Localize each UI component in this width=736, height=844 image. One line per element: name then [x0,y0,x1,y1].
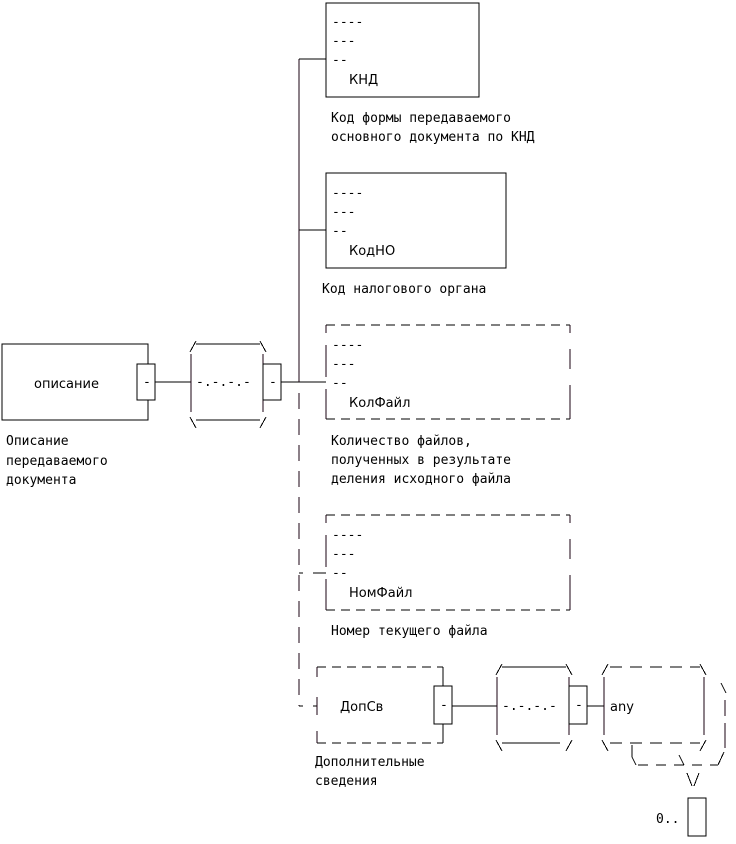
dopsv-sequence-corner [565,739,573,752]
element-kolfajl-mark: ---- [332,338,363,353]
element-kodno-mark: ---- [332,186,363,201]
root-description-line: Описание [6,434,69,449]
any-cardinality-box [687,797,707,837]
element-dopsv-description-line: сведения [315,774,378,789]
any-loop-arrow [686,772,693,787]
element-knd-description-line: основного документа по КНД [331,130,535,145]
element-knd-description: Код формы передаваемого основного докуме… [331,111,535,145]
any-cardinality: 0.. [656,797,707,837]
sequence-corner [259,416,267,429]
sequence-corner [189,416,197,429]
dopsv-sequence-corner [495,663,503,676]
any-corner [601,663,609,676]
element-dopsv-box[interactable] [317,667,443,743]
root-description-line: документа [6,473,76,488]
element-knd-box[interactable] [325,2,480,98]
dopsv-sequence-connector-symbol: - [575,698,583,713]
any-loop-corner [631,756,637,766]
element-kolfajl-description: Количество файлов, полученных в результа… [331,434,511,487]
dopsv-sequence-symbol: -.-.-.- [502,699,557,714]
any-loop-arrow [693,772,700,787]
sequence-symbol: -.-.-.- [196,375,251,390]
element-kolfajl-name: КолФайл [349,396,410,411]
element-kolfajl-box[interactable] [326,325,570,419]
element-knd-name: КНД [349,73,378,88]
element-dopsv-connector-box [433,685,453,725]
sequence-corner [189,340,197,353]
element-kodno-box[interactable] [325,172,507,269]
sequence-compositor[interactable]: -.-.-.- - [189,340,282,429]
element-nomfajl-name: НомФайл [349,586,412,601]
element-nomfajl-mark: ---- [332,528,363,543]
any-corner [699,663,707,676]
element-knd-mark: -- [332,53,348,68]
element-kolfajl-description-line: Количество файлов, [331,434,472,449]
element-kolfajl[interactable]: ---- --- -- КолФайл [312,324,571,420]
element-nomfajl-box[interactable] [326,515,570,610]
element-knd-mark: ---- [332,15,363,30]
element-dopsv-connector-symbol: - [440,698,448,713]
dopsv-sequence-compositor[interactable]: -.-.-.- - [495,663,588,752]
dopsv-sequence-corner [565,663,573,676]
any-loop-corner [678,754,685,766]
dopsv-sequence-corner [495,739,503,752]
sequence-connector-symbol: - [269,375,277,390]
element-knd[interactable]: ---- --- -- КНД [299,2,480,98]
any-cardinality-label: 0.. [656,812,679,827]
element-kodno-name: КодНО [349,244,395,259]
root-element[interactable]: описание - [1,343,156,421]
element-knd-description-line: Код формы передаваемого [331,111,511,126]
root-element-name: описание [34,377,99,392]
dopsv-sequence-connector-box [568,685,588,725]
element-dopsv[interactable]: ДопСв - [299,666,453,744]
root-description-line: передаваемого [6,454,108,469]
element-knd-mark: --- [332,34,355,49]
any-corner [601,739,609,752]
any-wildcard[interactable]: any [601,663,727,787]
element-dopsv-description: Дополнительные сведения [315,755,425,789]
element-kolfajl-mark: -- [332,376,348,391]
any-corner [699,739,707,752]
any-loop-corner [717,751,725,766]
any-wildcard-box[interactable] [604,667,704,743]
element-kodno-mark: --- [332,205,355,220]
element-nomfajl-mark: --- [332,547,355,562]
element-nomfajl[interactable]: ---- --- -- НомФайл [299,514,571,611]
element-kodno-description: Код налогового органа [322,282,486,297]
root-element-box[interactable] [1,343,149,421]
element-nomfajl-mark: -- [332,566,348,581]
element-kolfajl-mark: --- [332,357,355,372]
element-dopsv-name: ДопСв [340,700,383,715]
sequence-corner [259,340,267,353]
element-kodno-mark: -- [332,224,348,239]
any-loop-corner [720,682,727,694]
element-nomfajl-description: Номер текущего файла [331,624,488,639]
element-dopsv-description-line: Дополнительные [315,755,425,770]
any-label: any [610,700,634,715]
element-kolfajl-description-line: деления исходного файла [331,472,511,487]
root-connector-symbol: - [143,375,151,390]
element-kolfajl-description-line: полученных в результате [331,453,511,468]
root-description: Описание передаваемого документа [6,434,108,488]
element-kodno[interactable]: ---- --- -- КодНО [299,172,507,269]
